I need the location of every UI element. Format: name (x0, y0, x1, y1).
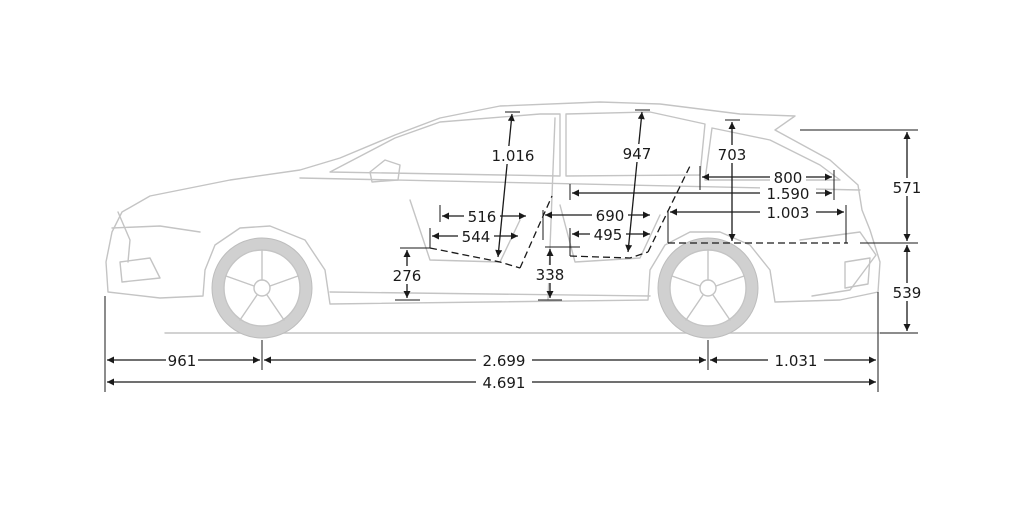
rear-quarter-window (704, 127, 841, 181)
label-cargo-length-max: 1.590 (767, 185, 810, 203)
label-rear-seat-height: 338 (536, 266, 565, 284)
label-rear-legroom-a: 690 (596, 207, 625, 225)
rear-seat (559, 204, 661, 263)
front-intake (119, 257, 161, 283)
label-front-headroom: 1.016 (492, 147, 535, 165)
car-body (105, 101, 881, 305)
front-window (329, 113, 561, 177)
label-lower-height: 539 (893, 284, 922, 302)
label-wheelbase: 2.699 (483, 352, 526, 370)
rear-wheel (657, 237, 759, 339)
rear-headroom-line (625, 111, 645, 253)
label-cargo-length-floor: 1.003 (767, 204, 810, 222)
label-front-legroom-b: 544 (462, 228, 491, 246)
rear-bumper (799, 231, 877, 297)
label-cargo-length-top: 800 (774, 169, 803, 187)
grille (117, 211, 131, 263)
label-cargo-height: 703 (718, 146, 747, 164)
label-front-overhang: 961 (168, 352, 197, 370)
label-overall-length: 4.691 (483, 374, 526, 392)
dimension-labels: 961 2.699 1.031 4.691 571 539 1.016 947 … (166, 144, 924, 392)
exhaust (844, 257, 871, 289)
label-rear-headroom: 947 (623, 145, 652, 163)
label-front-seat-height: 276 (393, 267, 422, 285)
extension-lines (104, 109, 918, 392)
car-outline (105, 101, 881, 339)
sill-line (329, 291, 651, 297)
label-front-legroom-a: 516 (468, 208, 497, 226)
label-rear-legroom-b: 495 (594, 226, 623, 244)
front-wheel (211, 237, 313, 339)
side-mirror (369, 159, 401, 183)
label-rear-overhang: 1.031 (775, 352, 818, 370)
front-bumper-line (111, 225, 201, 233)
label-upper-height: 571 (893, 179, 922, 197)
